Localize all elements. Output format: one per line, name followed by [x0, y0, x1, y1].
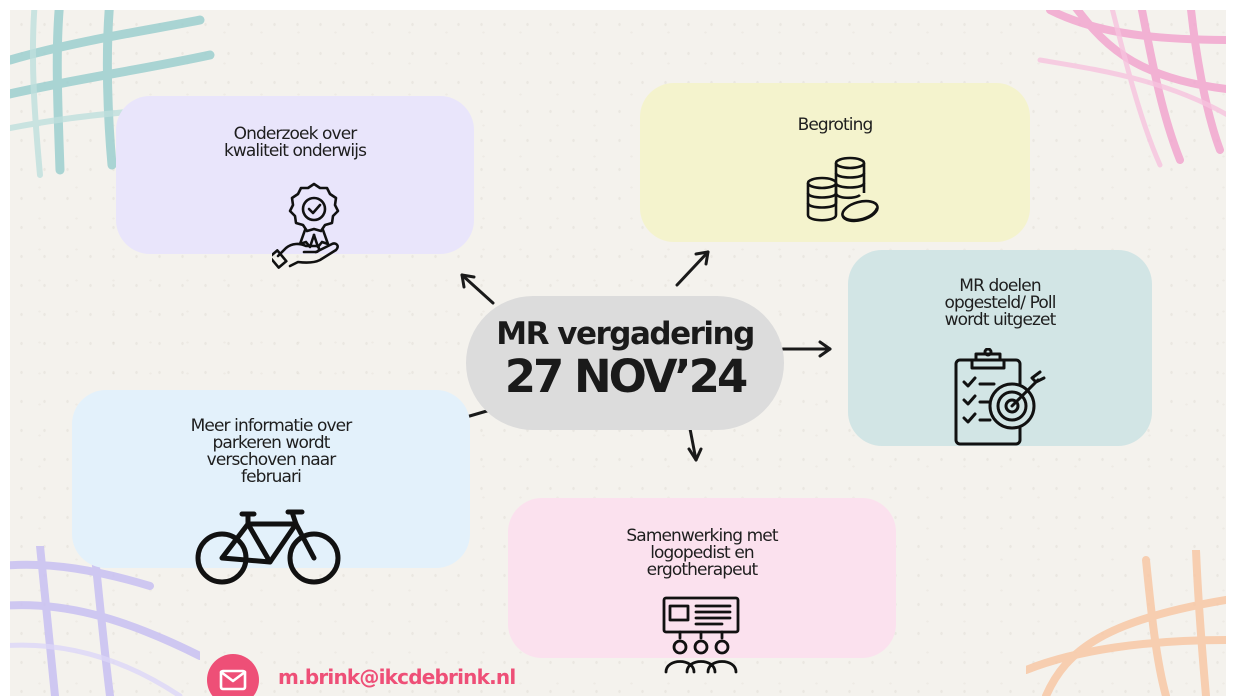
center-topic-bubble: MR vergadering 27 NOV’24 [466, 296, 784, 430]
meeting-date: 27 NOV’24 [504, 350, 749, 403]
bicycle-icon [195, 509, 341, 585]
topic-samenwerking-line-1: Samenwerking met [626, 526, 778, 546]
topic-mr-doelen-line-2: opgesteld/ Poll [944, 293, 1056, 313]
topic-mr-doelen-line-1: MR doelen [959, 276, 1041, 296]
arrow-to-mr-doelen [781, 340, 832, 358]
clipboard-target-icon [954, 348, 1046, 446]
topic-onderzoek-text: Onderzoek over kwaliteit onderwijs [116, 126, 474, 160]
topic-card-parkeren: Meer informatie over parkeren wordt vers… [72, 390, 470, 585]
poster-canvas: Onderzoek over kwaliteit onderwijs Begro… [10, 10, 1226, 696]
topic-parkeren-text: Meer informatie over parkeren wordt vers… [72, 418, 470, 486]
topic-onderzoek-line-2: kwaliteit onderwijs [223, 141, 367, 161]
arrow-to-begroting [675, 250, 710, 287]
topic-samenwerking-line-2: logopedist en [650, 543, 754, 563]
contact-email-link[interactable]: m.brink@ikcdebrink.nl [278, 665, 516, 689]
meeting-title: MR vergadering [496, 316, 755, 352]
topic-parkeren-line-4: februari [241, 467, 302, 487]
peach-ribbon-decoration [1026, 550, 1226, 696]
pink-ribbon-decoration [1037, 10, 1226, 168]
lavender-ribbon-decoration [10, 546, 200, 696]
topic-samenwerking-line-3: ergotherapeut [646, 560, 759, 580]
presentation-meeting-icon [662, 596, 740, 674]
topic-card-samenwerking: Samenwerking met logopedist en ergothera… [508, 498, 896, 674]
mail-icon [219, 669, 247, 691]
coins-icon [806, 156, 879, 223]
topic-card-begroting: Begroting [640, 83, 1030, 242]
topic-begroting-text: Begroting [640, 117, 1030, 134]
topic-begroting-line-1: Begroting [797, 115, 874, 135]
award-hand-icon [272, 182, 340, 269]
topic-parkeren-line-3: verschoven naar [206, 450, 337, 470]
topic-onderzoek-line-1: Onderzoek over [233, 124, 358, 144]
topic-card-onderzoek: Onderzoek over kwaliteit onderwijs [116, 96, 474, 269]
topic-mr-doelen-line-3: wordt uitgezet [944, 310, 1057, 330]
topic-card-mr-doelen: MR doelen opgesteld/ Poll wordt uitgezet [848, 250, 1152, 446]
topic-parkeren-line-1: Meer informatie over [190, 416, 353, 436]
topic-samenwerking-text: Samenwerking met logopedist en ergothera… [508, 528, 896, 579]
arrow-to-onderzoek [460, 273, 495, 305]
topic-mr-doelen-text: MR doelen opgesteld/ Poll wordt uitgezet [848, 278, 1152, 329]
mail-badge [207, 654, 259, 696]
teal-ribbon-decoration [10, 10, 215, 178]
topic-parkeren-line-2: parkeren wordt [212, 433, 330, 453]
